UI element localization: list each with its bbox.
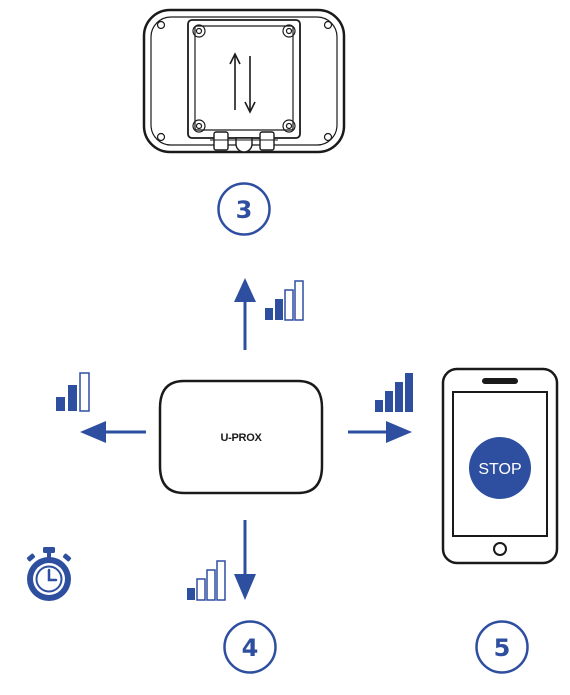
arrow-down-icon	[234, 520, 256, 600]
step-3-badge: 3	[217, 182, 271, 236]
step-4-number: 4	[242, 634, 259, 662]
hub-device-icon: U-PROX	[158, 379, 324, 495]
arrow-left-icon	[80, 421, 146, 443]
arrow-up-icon	[234, 278, 256, 350]
stop-label: STOP	[478, 461, 521, 478]
keypad-device-back-icon	[142, 8, 346, 154]
signal-strength-icon	[265, 280, 304, 321]
smartphone-icon: STOP	[441, 367, 559, 565]
signal-strength-icon	[187, 560, 226, 601]
stopwatch-icon	[26, 547, 72, 601]
arrow-right-icon	[348, 421, 412, 443]
step-5-number: 5	[494, 634, 511, 662]
step-5-badge: 5	[475, 620, 529, 674]
stop-button[interactable]: STOP	[469, 437, 531, 499]
signal-strength-icon	[56, 372, 90, 412]
signal-strength-icon	[375, 373, 413, 412]
hub-brand-label: U-PROX	[221, 432, 263, 444]
step-3-number: 3	[236, 196, 253, 224]
step-4-badge: 4	[223, 620, 277, 674]
